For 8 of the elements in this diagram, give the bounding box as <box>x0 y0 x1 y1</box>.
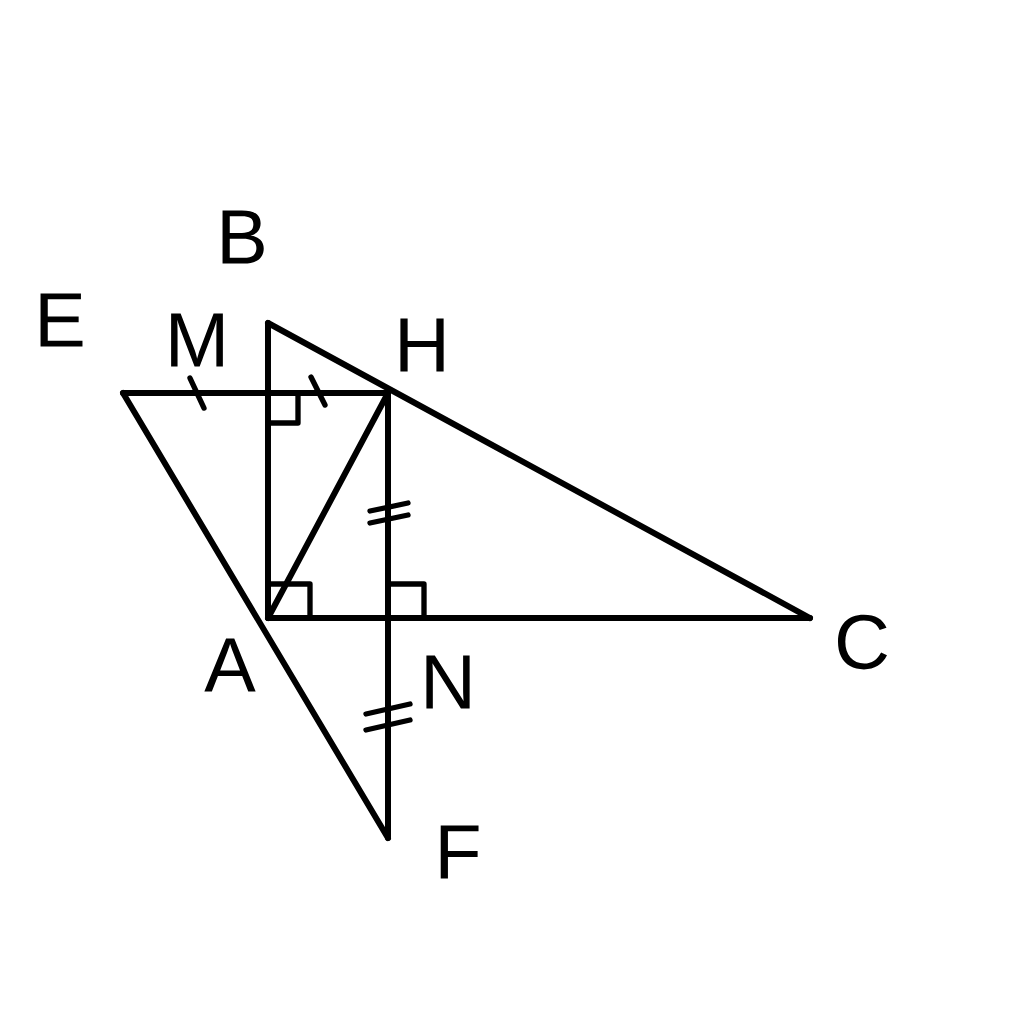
point-label: E <box>40 293 83 347</box>
point-label: B <box>222 210 264 264</box>
point-label: A <box>204 638 256 692</box>
point-label: C <box>838 614 887 670</box>
point-label: H <box>400 318 444 372</box>
point-label: M <box>171 313 223 367</box>
point-label: F <box>440 825 479 879</box>
point-label: N <box>426 655 470 709</box>
